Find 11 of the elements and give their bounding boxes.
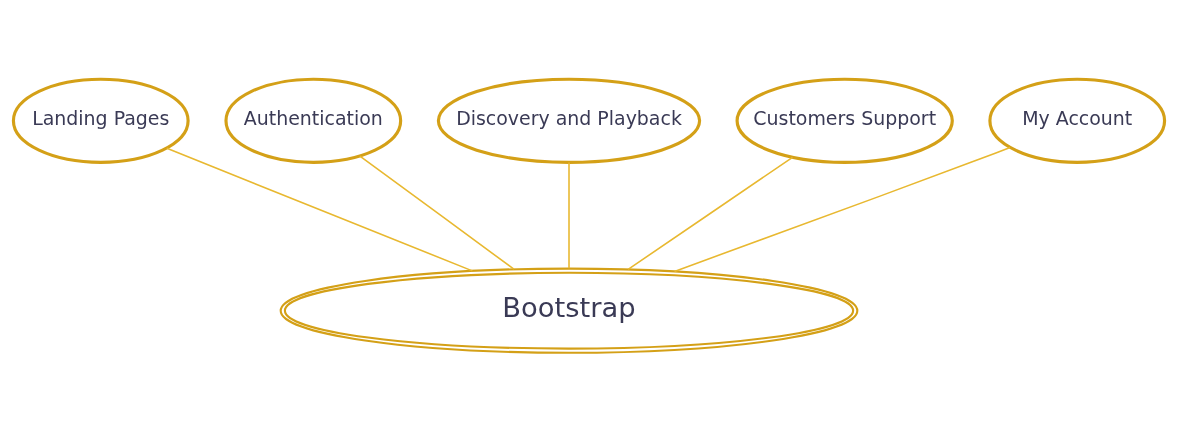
node-ellipse: Authentication: [223, 77, 402, 164]
connector: [673, 146, 1011, 273]
node-ellipse: Landing Pages: [11, 77, 190, 164]
node-ellipse: My Account: [987, 77, 1166, 164]
connector: [165, 147, 473, 272]
node-ellipse: Bootstrap: [279, 267, 858, 354]
connector: [358, 155, 515, 270]
node-ellipse: Discovery and Playback: [436, 77, 701, 164]
node-ellipse: Customers Support: [735, 77, 954, 164]
connector: [567, 161, 570, 270]
connector: [626, 156, 793, 271]
